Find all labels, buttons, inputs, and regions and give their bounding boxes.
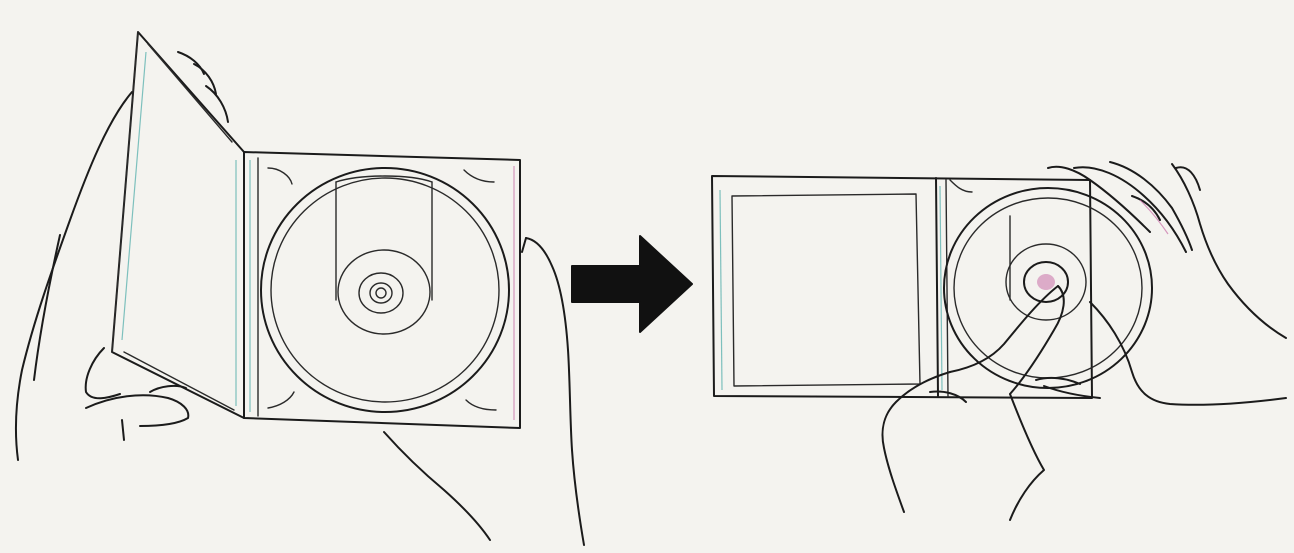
right-hand-holding-tray [384, 238, 584, 545]
case-lid [112, 32, 244, 418]
left-hand-holding-case [16, 92, 188, 460]
next-step-arrow [572, 236, 692, 332]
hand-gripping-disc-edge [1044, 162, 1286, 405]
step-2-remove-disc [712, 162, 1286, 520]
step-1-open-case [16, 32, 584, 545]
cd-disc-step-2 [944, 188, 1152, 388]
case-tray [244, 152, 520, 428]
open-case-flat [712, 176, 1092, 398]
cd-disc [261, 168, 509, 412]
hand-pressing-hub [883, 286, 1081, 520]
